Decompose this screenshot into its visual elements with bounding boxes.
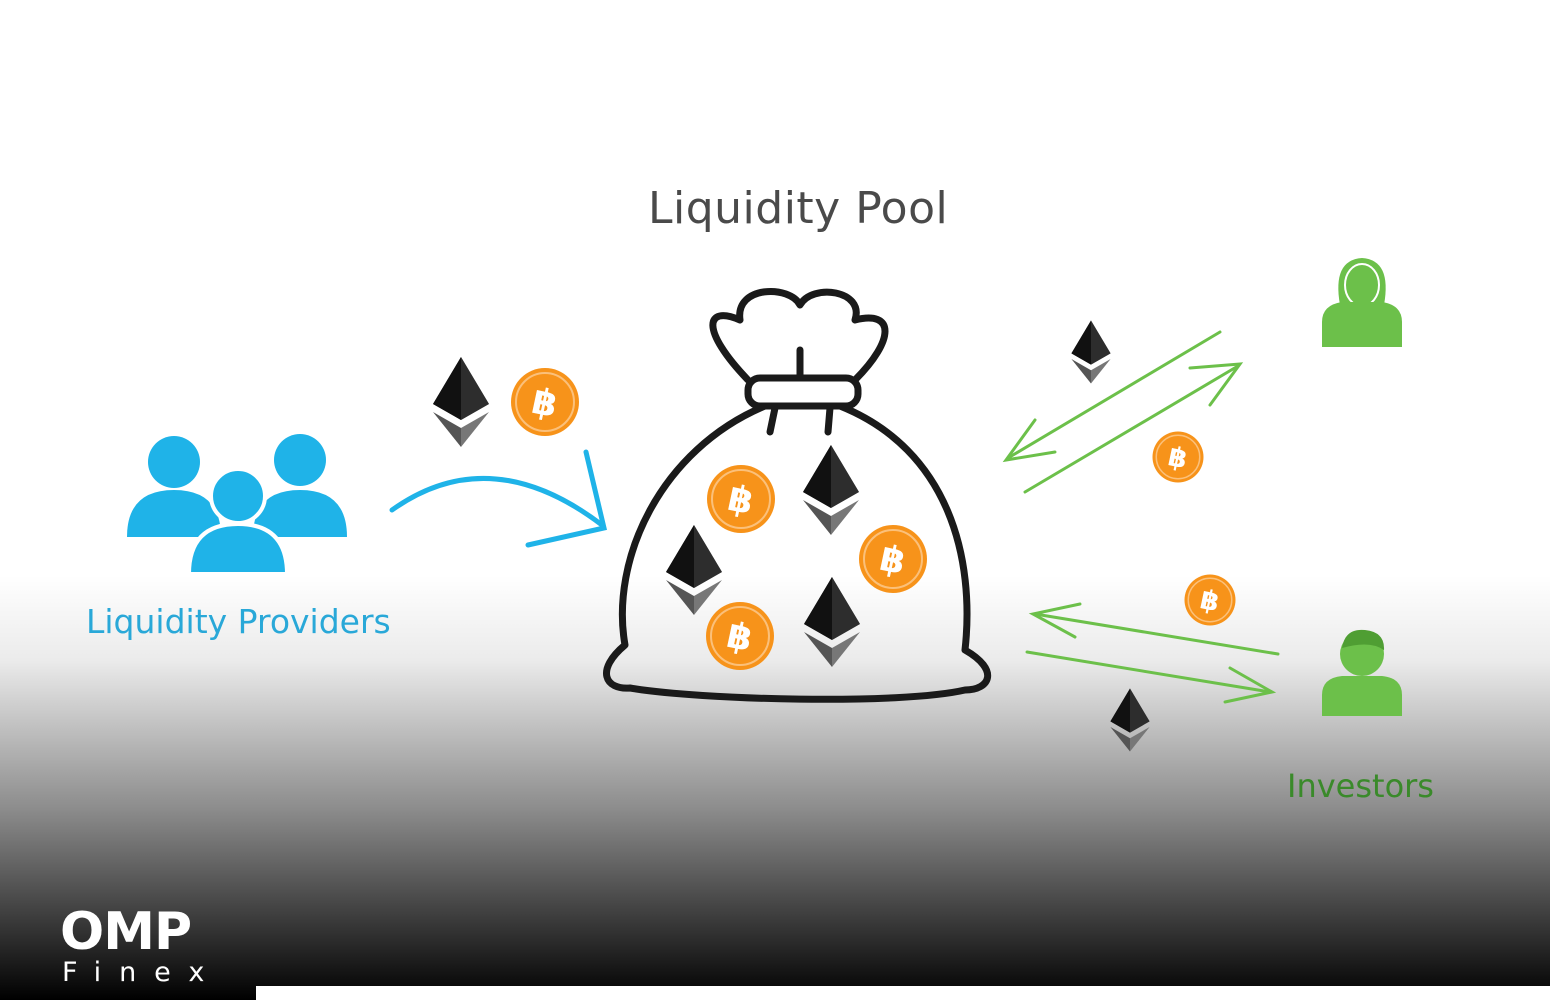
ethereum-icon [1071,321,1110,384]
ethereum-icon [804,577,860,667]
investors-label: Investors [1287,767,1434,805]
man-user-icon [1322,630,1402,716]
bitcoin-icon [859,525,927,593]
bottom-bar [256,986,1550,1000]
logo-main-text: OMP [60,906,222,958]
ethereum-icon [1110,689,1149,752]
swap-arrows-lower-icon [1027,604,1278,702]
ethereum-icon [433,357,489,447]
providers-label: Liquidity Providers [86,602,391,641]
woman-user-icon [1322,258,1402,347]
bitcoin-icon [707,465,775,533]
money-bag-icon [606,291,987,699]
logo-sub-text: Finex [62,958,222,988]
ethereum-icon [803,445,859,535]
diagram-title: Liquidity Pool [648,183,948,234]
bitcoin-icon [1153,432,1204,483]
bitcoin-icon [706,602,774,670]
users-group-icon [127,434,347,574]
bitcoin-icon [1185,575,1236,626]
deposit-arrow-icon [392,452,604,545]
swap-arrows-upper-icon [1006,332,1240,492]
ethereum-icon [666,525,722,615]
bitcoin-icon [511,368,579,436]
omp-finex-logo: OMP Finex [60,906,222,988]
